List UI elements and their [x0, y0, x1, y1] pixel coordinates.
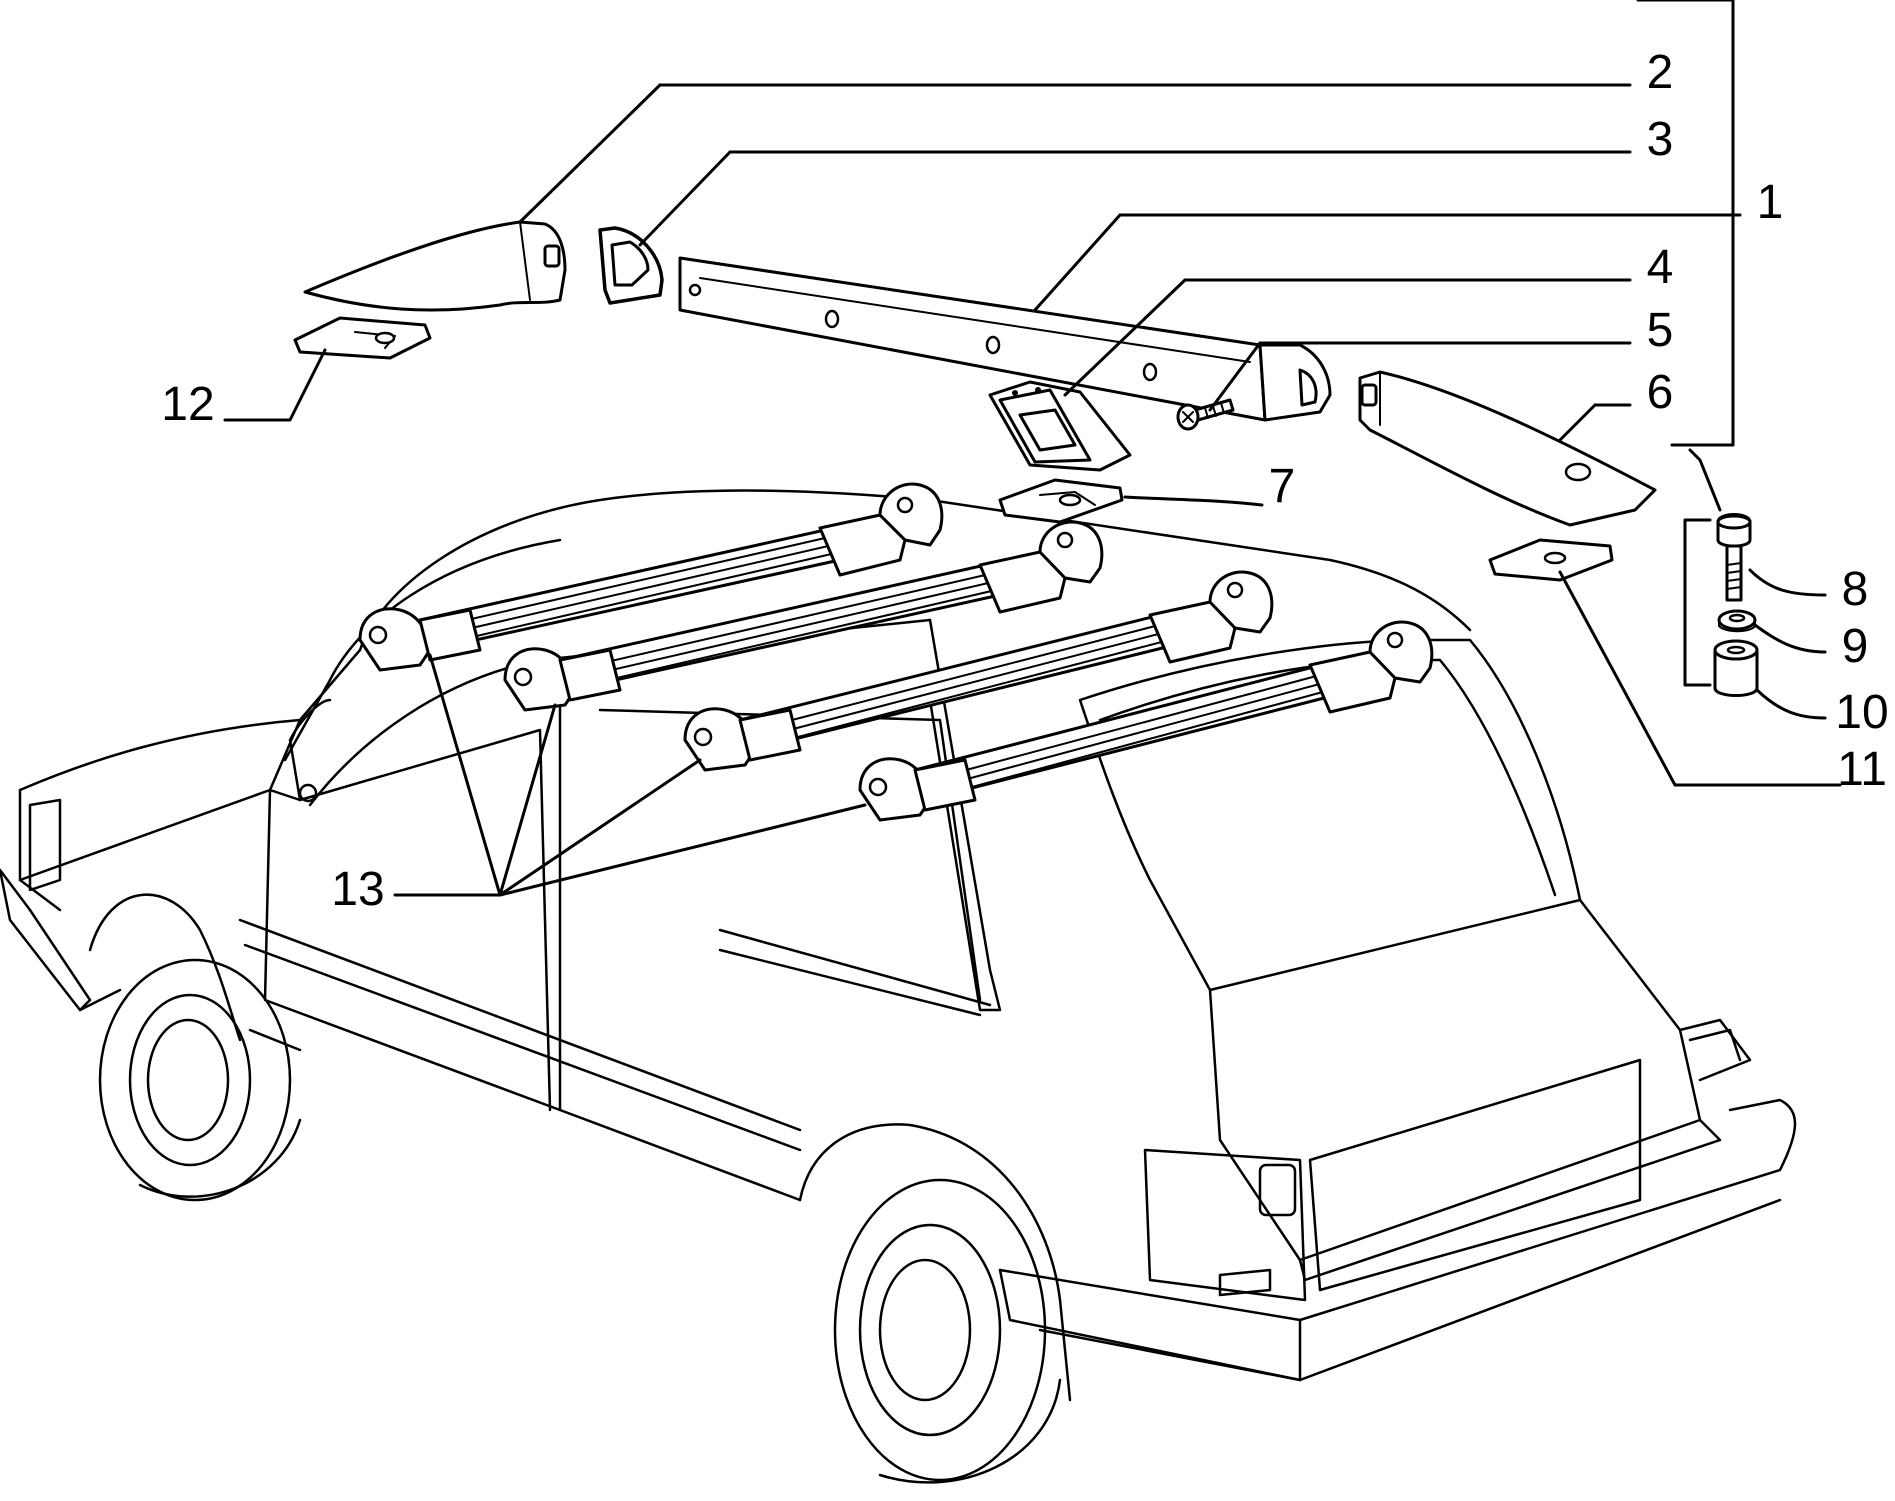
callout-9: 9: [1842, 620, 1869, 673]
callout-13: 13: [331, 863, 384, 916]
callout-11: 11: [1837, 743, 1887, 796]
roof-bar-3: [683, 570, 1274, 772]
part-11-base-plate-right: [1488, 538, 1614, 582]
part-10-spacer: [1713, 639, 1759, 697]
car-body: [0, 489, 1797, 1484]
callout-5: 5: [1647, 304, 1674, 357]
callout-1: 1: [1757, 176, 1784, 229]
roof-bar-1: [358, 482, 944, 672]
callout-6: 6: [1647, 366, 1674, 419]
leader-lines: [223, 0, 1842, 897]
callout-3: 3: [1647, 113, 1674, 166]
callout-4: 4: [1647, 241, 1674, 294]
callout-7: 7: [1269, 460, 1296, 513]
callout-8: 8: [1842, 563, 1869, 616]
callout-labels: 2 3 1 4 5 6 7 8 9 10 11 12 13: [161, 46, 1888, 916]
part-1-main-rail: [678, 256, 1332, 422]
part-4-mounting-bracket: [988, 380, 1132, 472]
roof-bar-4: [858, 620, 1434, 822]
callout-12: 12: [161, 378, 214, 431]
part-2-end-cover-left: [303, 220, 567, 312]
roof-bar-2: [503, 520, 1104, 712]
part-3-end-cap: [598, 226, 664, 305]
part-7-base-plate: [998, 478, 1124, 524]
callout-10: 10: [1835, 686, 1888, 739]
part-5-screw: [1176, 398, 1235, 431]
roof-bar-group: [358, 482, 1434, 822]
part-8-bolt: [1716, 513, 1752, 602]
callout-2: 2: [1647, 46, 1674, 99]
part-12-base-plate-left: [293, 316, 432, 360]
part-6-end-cover-right: [1358, 370, 1657, 527]
part-9-washer: [1717, 609, 1757, 633]
